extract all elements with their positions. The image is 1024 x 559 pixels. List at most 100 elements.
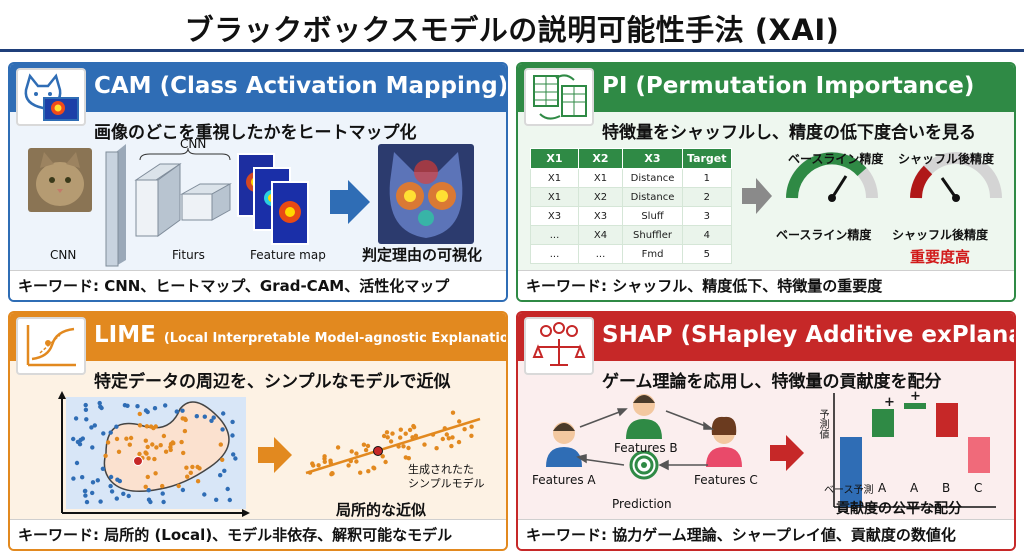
blue-point [135,404,140,409]
orange-point [184,465,189,470]
local-sample-point [371,465,376,470]
high-importance-label: 重要度高 [910,248,971,266]
table-row: ... X4 Shuffler 4 [530,225,732,245]
table-cell: 4 [682,225,732,245]
local-sample-point [469,424,474,429]
blue-point [90,445,95,450]
lime-title-main: LIME [94,322,156,348]
lime-title-small: (Local Interpretable Model-agnostic Expl… [163,331,508,346]
local-sample-point [406,445,411,451]
fair-allocation-label: 貢献度の公平な配分 [836,501,962,517]
blue-point [211,415,216,420]
shap-title: SHAP (SHapley Additive exPlanations) [602,322,1014,348]
local-sample-point [444,432,449,437]
bar-c [968,437,990,473]
cat-photo [28,148,92,212]
local-sample-point [407,427,413,433]
lime-simple-model-label: 生成されたた シンプルモデル [408,463,485,491]
cam-diagram [28,144,474,267]
cam-keywords: キーワード: CNN、ヒートマップ、Grad-CAM、活性化マップ [10,270,506,300]
blue-point [108,430,113,435]
local-sample-point [363,447,369,453]
table-row: X1 X1 Distance 1 [530,168,732,188]
orange-point [146,456,151,461]
local-sample-point [390,431,395,436]
baseline-bottom-label: ベースライン精度 [776,228,872,242]
table-header-cell: X2 [578,148,623,169]
local-sample-point [446,436,451,441]
blue-point [148,499,153,505]
table-cell: Sluff [622,206,683,226]
page-title: ブラックボックスモデルの説明可能性手法 (XAI) [184,13,840,47]
title-bar: ブラックボックスモデルの説明可能性手法 (XAI) [0,0,1024,52]
orange-point [218,442,223,447]
orange-point [160,483,165,489]
local-sample-point [335,445,341,450]
local-sample-point [462,427,467,432]
orange-point [145,444,150,450]
bar-a2 [904,403,926,409]
local-sample-point [361,442,367,447]
orange-point [127,442,132,447]
local-sample-point [411,423,416,429]
orange-point [116,449,122,454]
blue-point [74,460,80,466]
shap-bar-chart [833,393,996,508]
blue-point [143,408,149,413]
local-sample-point [403,431,408,436]
local-sample-point [385,435,390,440]
local-sample-point [450,435,455,440]
person-a-icon [546,422,582,467]
lime-subtitle: 特定データの周辺を、シンプルなモデルで近似 [94,372,451,392]
table-cell: Fmd [622,244,683,264]
baseline-top-label: ベースライン精度 [788,152,884,166]
local-sample-point [365,443,371,449]
local-sample-point [328,458,333,463]
blue-point [100,466,106,471]
shap-cat-a1: A [878,481,887,495]
plus-sign-2: + [910,389,921,404]
blue-point [126,493,131,499]
orange-point [185,474,190,479]
table-cell: X3 [530,206,579,226]
pi-panel: PI (Permutation Importance) 特徴量をシャッフルし、精… [516,62,1016,302]
cam-input-label: CNN [50,248,77,262]
pi-header: PI (Permutation Importance) [518,64,1014,112]
blue-point [209,418,214,423]
cam-cnn-label: CNN [180,137,207,151]
cnn-layer [105,144,232,267]
table-cell: X3 [578,206,623,226]
arrow-icon [258,437,292,473]
table-cell: X4 [578,225,623,245]
table-cell: 3 [682,206,732,226]
orange-point [137,423,143,428]
table-cell: X1 [578,168,623,188]
table-cell: ... [530,225,579,245]
table-header-cell: X3 [622,148,683,169]
lime-simple-model-line2: シンプルモデル [408,477,485,490]
table-cell: ... [578,244,623,264]
table-cell: X2 [578,187,623,207]
shap-subtitle: ゲーム理論を応用し、特徴量の貢献度を配分 [602,372,942,392]
orange-point [161,433,167,439]
local-sample-point [413,433,419,438]
table-row: ... ... Fmd 5 [530,244,732,264]
orange-point [220,457,225,462]
orange-point [181,450,186,456]
pi-data-table: X1 X2 X3 Target X1 X1 Distance 1 X1 X2 D… [530,148,732,264]
cam-panel: CAM (Class Activation Mapping) 画像のどこを重視し… [8,62,508,302]
lime-diagram [58,391,481,517]
bar-a1 [872,409,894,437]
blue-point [71,476,76,481]
shuffled-top-label: シャッフル後精度 [898,152,995,166]
table-cell: Distance [622,187,683,207]
target-icon [629,450,659,480]
blue-point [233,456,238,461]
orange-point [145,474,150,480]
feature-maps [237,153,309,245]
orange-point [154,445,159,450]
cam-fiturs-label: Fiturs [172,248,205,262]
orange-point [163,449,169,454]
blue-point [146,488,151,493]
local-sample-point [330,471,335,476]
